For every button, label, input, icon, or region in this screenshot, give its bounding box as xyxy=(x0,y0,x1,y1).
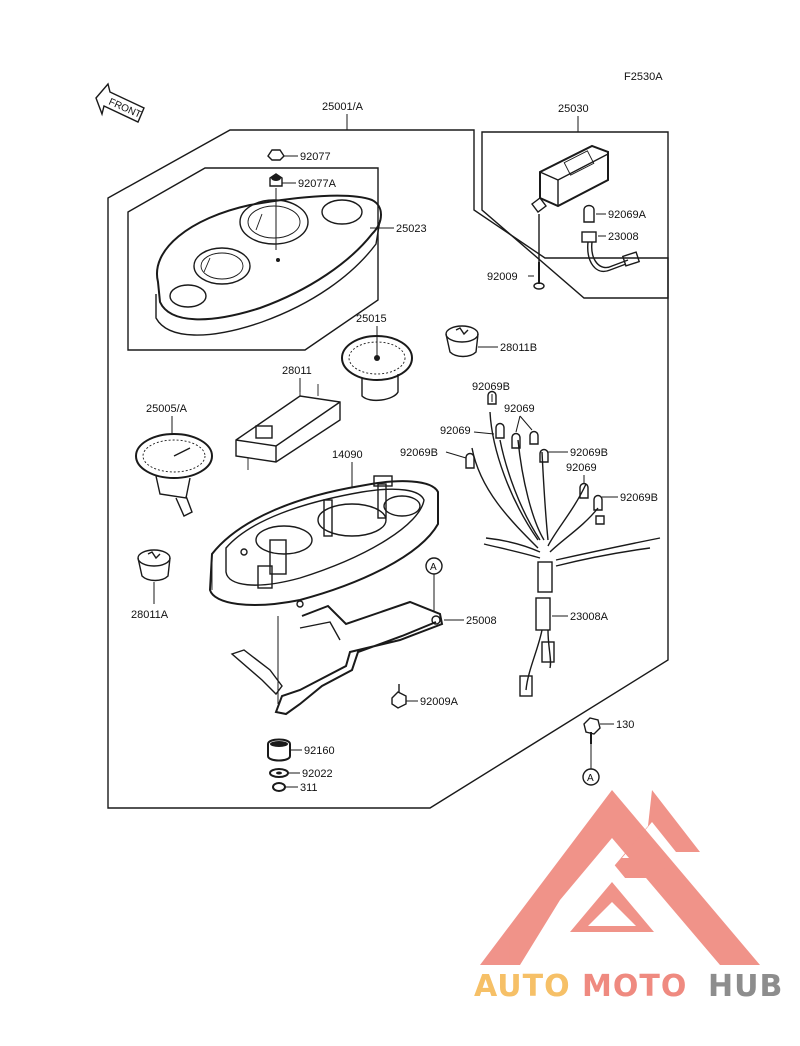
ref-a-lower-label: A xyxy=(587,773,594,784)
callout-92069-2: 92069 xyxy=(440,425,471,437)
watermark-text-auto: AUTO xyxy=(474,969,571,1004)
callout-311: 311 xyxy=(300,782,318,794)
watermark-logo xyxy=(480,790,760,965)
ref-circle-a-upper: A xyxy=(425,557,443,612)
callout-92160: 92160 xyxy=(304,745,335,757)
callout-92069-3: 92069 xyxy=(566,462,597,474)
callout-28011: 28011 xyxy=(282,365,312,377)
ref-circle-a-lower: A xyxy=(582,738,600,786)
callout-130: 130 xyxy=(616,719,634,731)
callout-92069b-right1: 92069B xyxy=(570,447,608,459)
callout-92009a: 92009A xyxy=(420,696,459,708)
gauge-25015 xyxy=(341,335,413,402)
socket-28011b xyxy=(445,325,479,358)
callout-92077a: 92077A xyxy=(298,178,337,190)
gauge-25005a xyxy=(135,433,213,517)
callout-28011a: 28011A xyxy=(131,609,169,621)
callout-92009: 92009 xyxy=(487,271,518,283)
callout-23008a: 23008A xyxy=(570,611,609,623)
gear-indicator-25030 xyxy=(531,144,609,213)
callout-92069-1: 92069 xyxy=(504,403,535,415)
watermark-text-hub: HUB xyxy=(708,969,783,1004)
callout-25030: 25030 xyxy=(558,103,589,115)
callout-92022: 92022 xyxy=(302,768,333,780)
callout-25005a: 25005/A xyxy=(146,403,188,415)
washer-92022 xyxy=(269,768,289,778)
callout-92069b-top: 92069B xyxy=(472,381,510,393)
callout-92077: 92077 xyxy=(300,151,331,163)
callout-25023: 25023 xyxy=(396,223,427,235)
bracket-25008 xyxy=(230,600,444,716)
bulb-92069a xyxy=(583,204,595,223)
watermark-brand-text: AUTO MOTO HUB xyxy=(474,969,783,1004)
lamp-holder-28011 xyxy=(235,384,341,470)
callout-92069b-left: 92069B xyxy=(400,447,438,459)
case-inner-outline xyxy=(127,167,379,351)
sub-box-outline xyxy=(481,131,669,299)
callout-92069b-right2: 92069B xyxy=(620,492,658,504)
nut-92077a xyxy=(269,173,283,187)
wire-harness-23008a xyxy=(465,390,661,697)
front-arrow-icon: FRONT xyxy=(95,82,145,123)
front-label: FRONT xyxy=(107,97,143,121)
callout-25008: 25008 xyxy=(466,615,497,627)
ref-a-upper-label: A xyxy=(430,562,437,573)
screw-92009 xyxy=(533,214,545,290)
bolt-130 xyxy=(583,717,601,744)
socket-23008 xyxy=(581,231,641,273)
screw-92009a xyxy=(391,684,407,709)
meter-housing-14090 xyxy=(208,475,439,608)
nut-311 xyxy=(272,782,286,792)
callout-14090: 14090 xyxy=(332,449,363,461)
grommet-92160 xyxy=(267,738,291,762)
nut-92077 xyxy=(267,149,285,161)
watermark-text-moto: MOTO xyxy=(582,969,687,1004)
callout-28011b: 28011B xyxy=(500,342,537,354)
callout-25001a: 25001/A xyxy=(322,101,364,113)
callout-23008: 23008 xyxy=(608,231,639,243)
socket-28011a xyxy=(137,549,171,604)
callout-25015: 25015 xyxy=(356,313,387,325)
diagram-code: F2530A xyxy=(624,71,663,83)
meter-case-25023 xyxy=(155,194,382,336)
callout-92069a: 92069A xyxy=(608,209,647,221)
